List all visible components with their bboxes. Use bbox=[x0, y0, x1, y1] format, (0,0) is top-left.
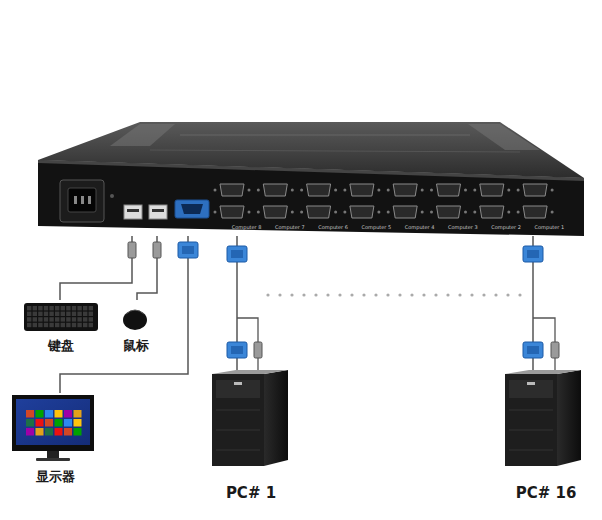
device-label: 鼠标 bbox=[123, 338, 149, 356]
dotted-line bbox=[266, 293, 521, 296]
db15-port bbox=[437, 206, 461, 218]
usb-plug bbox=[128, 242, 136, 258]
usb-plug bbox=[254, 342, 262, 358]
vga-plug bbox=[523, 342, 543, 358]
db15-port bbox=[523, 206, 547, 218]
keyboard-icon bbox=[24, 303, 98, 331]
cable bbox=[60, 236, 132, 300]
pc-label: PC# 16 bbox=[516, 484, 577, 504]
db15-port bbox=[263, 184, 287, 196]
db15-port bbox=[307, 184, 331, 196]
vga-plug bbox=[523, 246, 543, 262]
usb-plug bbox=[551, 342, 559, 358]
kvm-console: Computer 8Computer 7Computer 6Computer 5… bbox=[38, 160, 584, 236]
cable bbox=[60, 236, 188, 393]
port-label: Computer 2 bbox=[485, 225, 528, 230]
mouse: 鼠标 bbox=[108, 300, 164, 356]
device-label: 显示器 bbox=[36, 469, 75, 487]
pc-tower bbox=[505, 370, 581, 466]
port-label: Computer 3 bbox=[441, 225, 484, 230]
port-label: Computer 6 bbox=[312, 225, 355, 230]
monitor: 显示器 bbox=[4, 393, 106, 487]
pc-label: PC# 1 bbox=[226, 484, 276, 504]
db15-port bbox=[480, 206, 504, 218]
port-label: Computer 5 bbox=[355, 225, 398, 230]
pc-tower: PC# 16 bbox=[486, 370, 602, 504]
port-label: Computer 1 bbox=[528, 225, 571, 230]
monitor-icon bbox=[12, 395, 94, 461]
db15-port bbox=[480, 184, 504, 196]
port-label-row: Computer 8Computer 7Computer 6Computer 5… bbox=[225, 225, 571, 230]
mouse-icon bbox=[123, 310, 147, 330]
kvm-console bbox=[38, 122, 584, 236]
db15-port bbox=[393, 184, 417, 196]
keyboard: 键盘 bbox=[18, 300, 104, 356]
db15-port bbox=[220, 206, 244, 218]
pc-tower: PC# 1 bbox=[196, 370, 306, 504]
port-label: Computer 7 bbox=[268, 225, 311, 230]
db15-port bbox=[220, 184, 244, 196]
db15-port bbox=[263, 206, 287, 218]
pc-tower bbox=[212, 370, 288, 466]
port-label: Computer 4 bbox=[398, 225, 441, 230]
db15-port bbox=[393, 206, 417, 218]
db15-port bbox=[350, 184, 374, 196]
db15-port bbox=[437, 184, 461, 196]
db15-port bbox=[350, 206, 374, 218]
device-label: 键盘 bbox=[48, 338, 74, 356]
vga-plug bbox=[178, 242, 198, 258]
db15-port bbox=[307, 206, 331, 218]
port-label: Computer 8 bbox=[225, 225, 268, 230]
vga-plug bbox=[227, 342, 247, 358]
usb-plug bbox=[153, 242, 161, 258]
db15-port bbox=[523, 184, 547, 196]
vga-plug bbox=[227, 246, 247, 262]
